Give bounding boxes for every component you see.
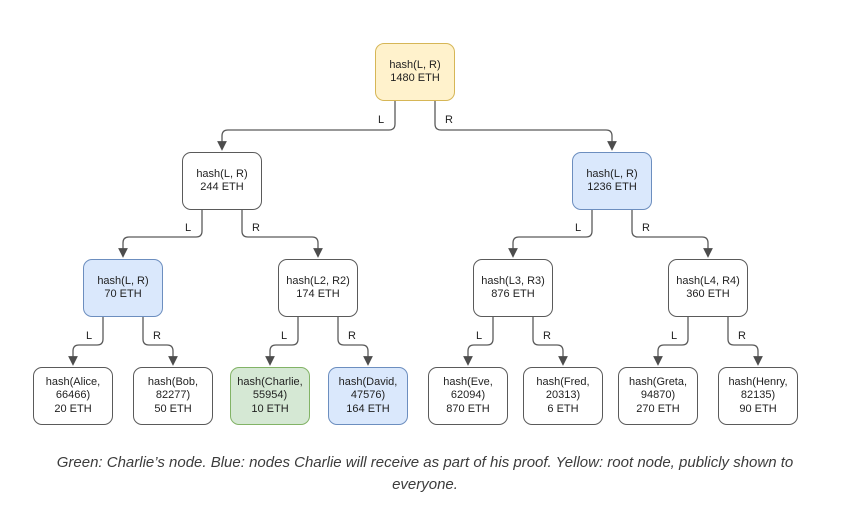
legend-caption: Green: Charlie’s node. Blue: nodes Charl… [56, 454, 794, 493]
edge-n3b-charlie [265, 317, 299, 366]
edge-label: R [541, 330, 553, 342]
node-hash-label: hash(Henry, 82135) [728, 375, 788, 402]
node-value: 360 ETH [686, 288, 730, 300]
edge-n2R-n3d [631, 210, 713, 258]
edge-label: L [278, 330, 290, 342]
node-value: 50 ETH [154, 402, 192, 415]
edge-label: R [443, 114, 455, 126]
node-value: 6 ETH [547, 402, 579, 415]
edge-label: R [151, 330, 163, 342]
tree-node-level3-1: hash(L, R) 70 ETH [83, 259, 163, 317]
node-hash-label: hash(Alice, 66466) [45, 375, 101, 402]
edge-n3c-fred [532, 317, 568, 366]
node-value: 244 ETH [200, 181, 244, 193]
node-hash-label: hash(L2, R2) [286, 274, 350, 287]
node-hash-label: hash(L4, R4) [676, 274, 740, 287]
edge-label: L [375, 114, 387, 126]
tree-node-henry: hash(Henry, 82135) 90 ETH [718, 367, 798, 425]
edge-root-n2L [217, 101, 396, 151]
edge-label: R [736, 330, 748, 342]
node-hash-label: hash(L, R) [196, 167, 248, 180]
tree-node-level2-left: hash(L, R) 244 ETH [182, 152, 262, 210]
node-value: 870 ETH [446, 402, 490, 415]
tree-node-fred: hash(Fred, 20313) 6 ETH [523, 367, 603, 425]
tree-node-alice: hash(Alice, 66466) 20 ETH [33, 367, 113, 425]
edge-n3b-david [337, 317, 373, 366]
tree-node-greta: hash(Greta, 94870) 270 ETH [618, 367, 698, 425]
tree-node-level3-2: hash(L2, R2) 174 ETH [278, 259, 358, 317]
node-value: 1236 ETH [587, 181, 637, 193]
edge-label: R [640, 222, 652, 234]
node-hash-label: hash(David, 47576) [338, 375, 398, 402]
node-hash-label: hash(L, R) [389, 58, 441, 71]
edge-n3c-eve [463, 317, 494, 366]
node-value: 876 ETH [491, 288, 535, 300]
tree-node-level3-4: hash(L4, R4) 360 ETH [668, 259, 748, 317]
edge-n3d-greta [653, 317, 689, 366]
node-value: 90 ETH [739, 402, 777, 415]
edge-label: L [572, 222, 584, 234]
edge-label: L [668, 330, 680, 342]
edge-n3a-alice [68, 317, 104, 366]
merkle-tree-diagram: L R L R L R L R L R L R L R hash(L, R) 1… [33, 43, 798, 425]
tree-node-eve: hash(Eve, 62094) 870 ETH [428, 367, 508, 425]
edge-root-n2R [434, 101, 617, 151]
edge-label: L [182, 222, 194, 234]
node-value: 1480 ETH [390, 72, 440, 84]
tree-node-charlie: hash(Charlie, 55954) 10 ETH [230, 367, 310, 425]
edge-n3a-bob [142, 317, 178, 366]
edge-n2R-n3c [508, 210, 593, 258]
edge-label: R [250, 222, 262, 234]
node-hash-label: hash(L, R) [586, 167, 638, 180]
edge-n2L-n3b [241, 210, 323, 258]
node-value: 174 ETH [296, 288, 340, 300]
node-value: 70 ETH [104, 288, 142, 300]
node-hash-label: hash(Greta, 94870) [628, 375, 688, 402]
tree-node-level3-3: hash(L3, R3) 876 ETH [473, 259, 553, 317]
node-hash-label: hash(Fred, 20313) [536, 375, 590, 402]
node-hash-label: hash(Charlie, 55954) [237, 375, 303, 402]
node-value: 164 ETH [346, 402, 390, 415]
tree-node-level2-right: hash(L, R) 1236 ETH [572, 152, 652, 210]
node-hash-label: hash(L, R) [97, 274, 149, 287]
tree-edges [68, 101, 763, 366]
edge-n3d-henry [727, 317, 763, 366]
edge-label: L [473, 330, 485, 342]
node-hash-label: hash(Bob, 82277) [147, 375, 199, 402]
edge-label: R [346, 330, 358, 342]
node-value: 20 ETH [54, 402, 92, 415]
edge-label: L [83, 330, 95, 342]
edge-n2L-n3a [118, 210, 203, 258]
node-value: 270 ETH [636, 402, 680, 415]
node-value: 10 ETH [251, 402, 289, 415]
node-hash-label: hash(Eve, 62094) [443, 375, 493, 402]
tree-node-david: hash(David, 47576) 164 ETH [328, 367, 408, 425]
tree-node-root: hash(L, R) 1480 ETH [375, 43, 455, 101]
node-hash-label: hash(L3, R3) [481, 274, 545, 287]
tree-node-bob: hash(Bob, 82277) 50 ETH [133, 367, 213, 425]
